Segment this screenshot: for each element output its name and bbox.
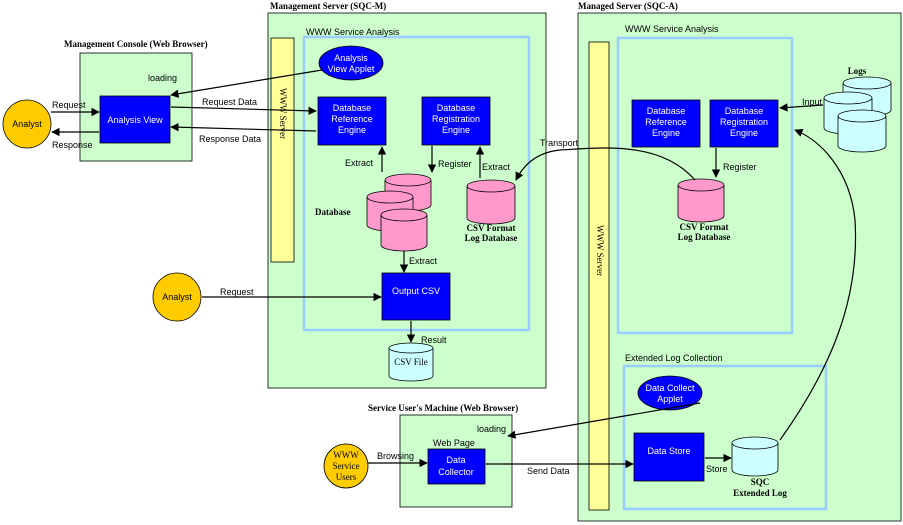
db-registration-engine (421, 96, 491, 146)
console-loading-label: loading (148, 73, 177, 83)
result-label: Result (421, 335, 447, 345)
transport-label: Transport (540, 138, 579, 148)
db-reg-label-3: Engine (442, 125, 470, 135)
data-store-label: Data Store (647, 446, 690, 456)
analysis-view-label: Analysis View (107, 115, 163, 125)
sqc-log-label-2: Extended Log (733, 488, 787, 498)
db-reg-a-label-2: Registration (720, 117, 768, 127)
connector-labels: Request Response Request Data Response D… (52, 97, 823, 476)
database-label: Database (315, 207, 351, 217)
send-data-label: Send Data (527, 466, 570, 476)
www-server-label: WWW Server (278, 88, 288, 139)
management-server: Management Server (SQC-M) WWW Server WWW… (267, 1, 547, 389)
managed-server-title: Managed Server (SQC-A) (578, 1, 678, 11)
extract-label-1: Extract (345, 158, 374, 168)
www-users-label-1: WWW (333, 450, 359, 460)
csv-file-label: CSV File (394, 357, 428, 367)
analyst-actor-2: Analyst (152, 272, 202, 322)
data-store-box (633, 432, 705, 482)
sqc-log-cylinder (731, 436, 779, 477)
data-collector-box (427, 448, 486, 485)
service-analysis-frame-a (616, 36, 794, 335)
db-ref-label-2: Reference (331, 114, 373, 124)
management-server-title: Management Server (SQC-M) (270, 1, 386, 11)
csv-log-db-a-label-2: Log Database (678, 232, 731, 242)
csv-file-cylinder (388, 342, 434, 382)
applet-label-1: Analysis (334, 53, 368, 63)
register-label-1: Register (438, 159, 472, 169)
analysis-view-box (99, 95, 171, 144)
sqc-log-label-1: SQC (751, 477, 770, 487)
browsing-label: Browsing (377, 451, 414, 461)
logs-label: Logs (848, 66, 867, 76)
output-csv-box (381, 272, 451, 321)
service-user-machine-title: Service User's Machine (Web Browser) (368, 403, 518, 413)
service-analysis-frame (302, 35, 531, 332)
db-ref-a-label-2: Reference (645, 117, 687, 127)
connectors (51, 69, 857, 469)
request-data-label: Request Data (202, 97, 257, 107)
db-reg-label-2: Registration (432, 114, 480, 124)
db-ref-a-label-1: Database (647, 106, 686, 116)
dc-applet-label-2: Applet (657, 394, 683, 404)
service-analysis-label-a: WWW Service Analysis (625, 24, 719, 34)
www-users-label-2: Service (333, 461, 360, 471)
request-label: Request (52, 100, 86, 110)
applet-label-2: View Applet (328, 64, 375, 74)
output-csv-label: Output CSV (392, 286, 440, 296)
input-label: Input (802, 97, 823, 107)
db-reference-engine-a (631, 99, 701, 148)
www-server-bar-a (588, 41, 610, 511)
request-label-2: Request (220, 287, 254, 297)
analyst-2-label: Analyst (162, 292, 192, 302)
web-page-label: Web Page (433, 438, 475, 448)
csv-log-database-m (466, 179, 516, 225)
extract-label-3: Extract (409, 256, 438, 266)
extended-log-collection-frame (622, 364, 828, 511)
www-server-bar (270, 37, 295, 263)
service-user-machine: Service User's Machine (Web Browser) loa… (368, 403, 518, 508)
csv-log-db-m-label-2: Log Database (465, 233, 518, 243)
analyst-1-label: Analyst (12, 119, 42, 129)
data-collector-label-2: Collector (438, 467, 474, 477)
response-label: Response (52, 140, 93, 150)
csv-log-db-m-label-1: CSV Format (466, 223, 515, 233)
analysis-view-applet (318, 45, 384, 81)
data-collect-applet (637, 375, 703, 411)
db-ref-label-3: Engine (338, 125, 366, 135)
database-cylinders (366, 173, 432, 252)
logs-cylinders (823, 76, 892, 153)
register-label-2: Register (723, 162, 757, 172)
db-registration-engine-a (709, 99, 779, 148)
db-reg-label-1: Database (437, 103, 476, 113)
db-ref-a-label-3: Engine (652, 128, 680, 138)
user-loading-label: loading (477, 424, 506, 434)
db-reg-a-label-1: Database (725, 106, 764, 116)
response-data-label: Response Data (199, 134, 261, 144)
service-analysis-label: WWW Service Analysis (306, 27, 400, 37)
db-reg-a-label-3: Engine (730, 128, 758, 138)
www-users-label-3: Users (336, 472, 357, 482)
db-ref-label-1: Database (333, 103, 372, 113)
www-users-actor: WWW Service Users (323, 443, 369, 489)
management-console-title: Management Console (Web Browser) (64, 39, 208, 49)
store-label: Store (706, 464, 728, 474)
managed-server: Managed Server (SQC-A) WWW Server WWW Se… (577, 1, 902, 522)
dc-applet-label-1: Data Collect (645, 383, 695, 393)
www-server-label-a: WWW Server (595, 225, 605, 276)
analyst-actor-1: Analyst (2, 99, 52, 149)
db-reference-engine (317, 96, 387, 146)
csv-log-db-a-label-1: CSV Format (679, 222, 728, 232)
data-collector-label-1: Data (446, 455, 465, 465)
extended-log-collection-label: Extended Log Collection (625, 353, 723, 363)
extract-label-2: Extract (482, 162, 511, 172)
csv-log-database-a (677, 178, 725, 223)
